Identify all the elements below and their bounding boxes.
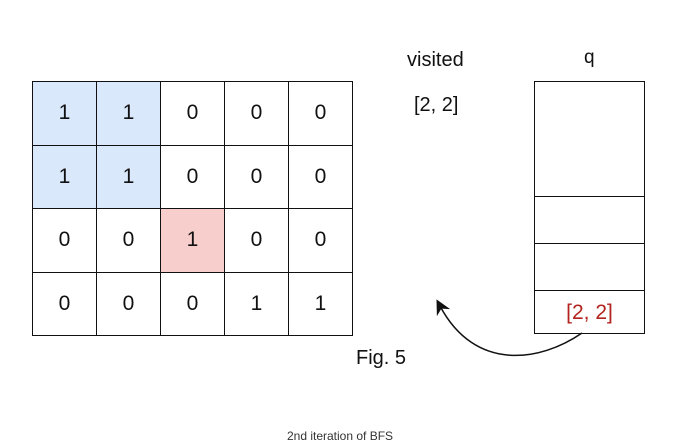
grid-cell: 0 xyxy=(161,272,225,336)
grid-cell: 0 xyxy=(225,145,289,209)
grid-cell: 1 xyxy=(289,272,353,336)
grid-cell: 0 xyxy=(33,272,97,336)
queue-title: q xyxy=(584,47,595,68)
figure-label: Fig. 5 xyxy=(356,347,407,369)
queue-item: [2, 2] xyxy=(566,301,613,324)
queue-divider xyxy=(535,243,644,244)
grid-cell: 0 xyxy=(97,272,161,336)
queue-divider xyxy=(535,196,644,197)
grid-cell: 0 xyxy=(33,209,97,273)
grid-cell: 1 xyxy=(161,209,225,273)
grid-cell: 1 xyxy=(97,145,161,209)
queue-box: [2, 2] xyxy=(534,81,645,334)
visited-title: visited xyxy=(407,49,464,71)
grid-cell: 0 xyxy=(161,145,225,209)
grid-cell: 1 xyxy=(33,82,97,146)
grid-cell: 1 xyxy=(225,272,289,336)
grid-cell: 0 xyxy=(289,82,353,146)
visited-value: [2, 2] xyxy=(414,94,459,116)
caption: 2nd iteration of BFS xyxy=(286,429,394,443)
grid-cell: 1 xyxy=(33,145,97,209)
grid-cell: 0 xyxy=(289,145,353,209)
grid-cell: 0 xyxy=(289,209,353,273)
grid-cell: 0 xyxy=(225,82,289,146)
grid-cell: 0 xyxy=(225,209,289,273)
grid-cell: 0 xyxy=(161,82,225,146)
grid-cell: 1 xyxy=(97,82,161,146)
grid-cell: 0 xyxy=(97,209,161,273)
queue-divider xyxy=(535,290,644,291)
